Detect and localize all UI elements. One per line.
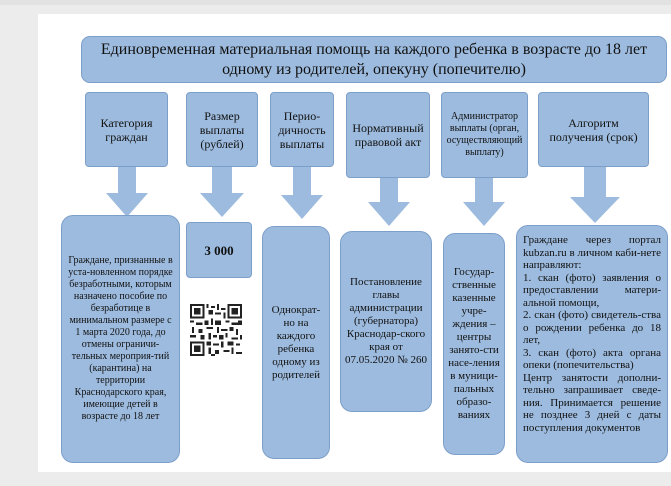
cell-amount: 3 000 bbox=[186, 222, 252, 278]
cell-category: Граждане, признанные в уста-новленном по… bbox=[61, 215, 180, 463]
algorithm-text: Граждане через портал kubzan.ru в личном… bbox=[523, 234, 661, 434]
diagram-title: Единовременная материальная помощь на ка… bbox=[81, 36, 667, 83]
algorithm-step-1: 1. скан (фото) заявления о предоставлени… bbox=[523, 271, 661, 309]
qr-code-icon bbox=[190, 304, 242, 356]
arrow-down-icon bbox=[368, 178, 410, 226]
algorithm-note: Центр занятости дополни-тельно запрашива… bbox=[523, 371, 661, 434]
header-category: Категория граждан bbox=[85, 92, 168, 167]
arrow-down-icon bbox=[281, 167, 323, 219]
header-administrator: Администратор выплаты (орган, осуществля… bbox=[441, 92, 528, 178]
top-strip bbox=[0, 0, 671, 5]
algorithm-step-2: 2. скан (фото) свидетель-ства о рождении… bbox=[523, 309, 661, 346]
header-algorithm: Алгоритм получения (срок) bbox=[538, 92, 649, 167]
arrow-down-icon bbox=[200, 167, 244, 217]
arrow-down-icon bbox=[570, 167, 620, 223]
cell-periodicity: Однократ-но на каждого ребенка одному из… bbox=[262, 226, 330, 459]
cell-administrator: Государ-ственные казенные учре-ждения – … bbox=[443, 233, 505, 455]
algorithm-intro: Граждане через портал kubzan.ru в личном… bbox=[523, 234, 661, 271]
arrow-down-icon bbox=[106, 167, 148, 217]
algorithm-step-3: 3. скан (фото) акта органа опеки (попечи… bbox=[523, 346, 661, 372]
header-periodicity: Перио-дичность выплаты bbox=[270, 92, 334, 167]
cell-algorithm: Граждане через портал kubzan.ru в личном… bbox=[516, 225, 668, 463]
arrow-down-icon bbox=[463, 178, 505, 226]
header-legal-act: Нормативный правовой акт bbox=[346, 92, 430, 178]
header-amount: Размер выплаты (рублей) bbox=[186, 92, 258, 167]
cell-legal-act: Постановление главы администрации (губер… bbox=[340, 231, 432, 412]
